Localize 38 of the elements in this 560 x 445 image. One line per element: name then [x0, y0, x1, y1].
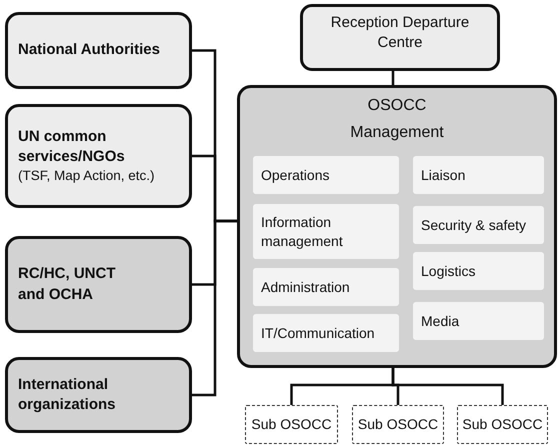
sub-office-box — [352, 405, 444, 444]
sub-office-box — [457, 405, 548, 444]
node-label: IT/Communication — [261, 324, 376, 342]
node-label: Information management — [261, 212, 344, 250]
sub-office-box — [245, 405, 338, 444]
function-box — [253, 204, 399, 259]
function-box — [253, 314, 399, 352]
function-box — [413, 206, 544, 244]
node-label: Administration — [261, 278, 351, 296]
node-label: Sub OSOCC — [461, 415, 544, 434]
node-note: (TSF, Map Action, etc.) — [18, 167, 156, 186]
node-label: Sub OSOCC — [250, 415, 333, 434]
node-label: Sub OSOCC — [356, 415, 440, 434]
node-label: Reception Departure Centre — [330, 13, 470, 54]
node-label: Operations — [261, 166, 330, 184]
function-box — [253, 156, 399, 194]
function-box — [413, 252, 544, 290]
node-label: Security & safety — [421, 216, 528, 234]
node-label: UN common services/NGOs — [18, 126, 126, 167]
node-label: National Authorities — [18, 40, 161, 60]
centre-box — [300, 4, 500, 71]
connector-line — [392, 368, 504, 405]
node-label: International organizations — [18, 374, 117, 415]
function-box — [253, 268, 399, 306]
organization-box — [5, 236, 192, 333]
management-box — [237, 85, 557, 368]
organization-box — [5, 12, 192, 89]
connector-line — [192, 220, 237, 396]
function-box — [413, 302, 544, 340]
connector-line — [392, 71, 394, 85]
function-box — [413, 156, 544, 194]
node-label: Liaison — [421, 166, 466, 184]
node-label: Media — [421, 312, 460, 330]
organization-box — [5, 357, 192, 433]
node-label: RC/HC, UNCT and OCHA — [18, 264, 116, 304]
node-label: OSOCC Management — [350, 96, 444, 143]
organization-box — [5, 104, 192, 208]
node-label: Logistics — [421, 262, 476, 280]
